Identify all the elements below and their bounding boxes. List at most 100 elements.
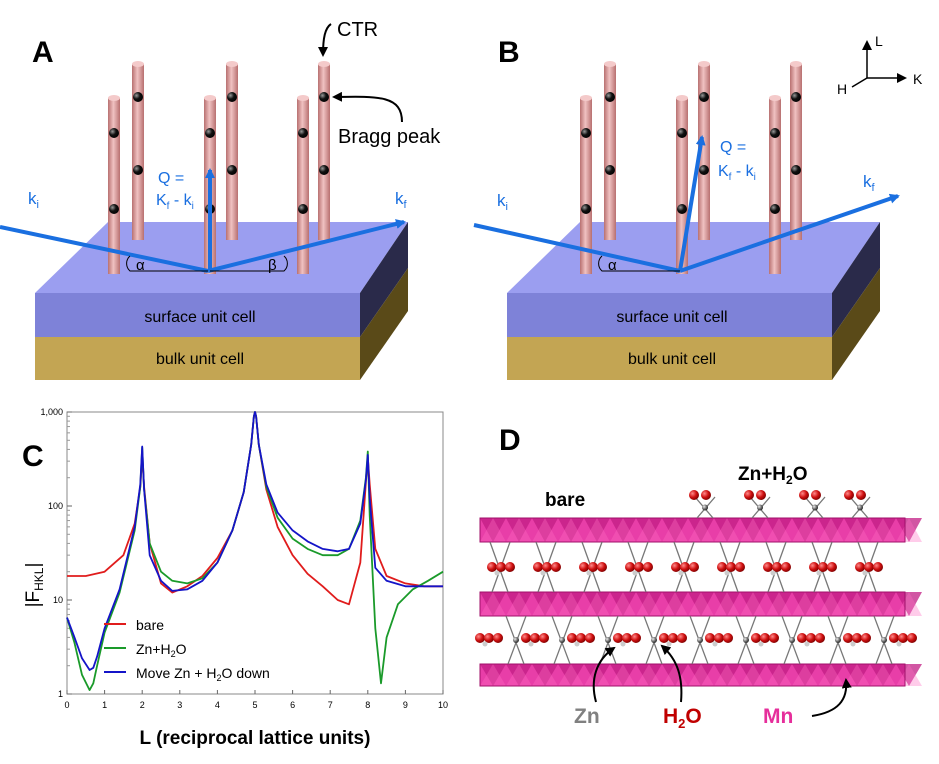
ctr-rod	[297, 98, 309, 274]
mn-octahedron	[532, 592, 558, 616]
mn-octahedron	[714, 592, 740, 616]
mn-octahedron	[506, 518, 532, 542]
mn-octahedron	[688, 664, 714, 686]
bragg-peaks	[109, 92, 329, 214]
scattered-beam	[207, 219, 406, 273]
mn-octahedron	[480, 664, 506, 686]
mn-octahedron	[480, 592, 506, 616]
mn-octahedron	[688, 592, 714, 616]
mn-octahedron	[818, 592, 844, 616]
mn-octahedron	[896, 664, 922, 686]
h2o-molecule	[705, 633, 733, 647]
mn-octahedron	[870, 592, 896, 616]
h2o-molecule	[689, 490, 711, 500]
mn-octahedron	[818, 518, 844, 542]
ctr-rods	[108, 61, 330, 274]
kf-label: kf	[395, 189, 408, 211]
beta-label: β	[268, 257, 277, 274]
mn-octahedron	[792, 518, 818, 542]
h2o-molecule	[797, 633, 825, 647]
ctr-rod	[580, 98, 592, 274]
h2o-molecule	[567, 633, 595, 647]
mn-octahedron	[636, 518, 662, 542]
series-line	[66, 411, 443, 671]
x-tick-label: 6	[290, 700, 295, 710]
mn-octahedron	[896, 592, 922, 616]
mn-label: Mn	[763, 705, 793, 728]
alpha-label: α	[136, 257, 145, 274]
ctr-rod	[132, 64, 144, 240]
h2o-molecules	[475, 490, 917, 647]
mn-octahedron	[792, 518, 818, 542]
mn-octahedron	[558, 592, 584, 616]
axis-k-label: K	[913, 71, 923, 87]
y-tick-label: 100	[48, 501, 63, 511]
mn-octahedron	[766, 518, 792, 542]
h2o-molecule	[717, 562, 745, 576]
mn-octahedron	[896, 518, 922, 542]
mn-octahedron	[896, 518, 922, 542]
mn-octahedron	[610, 664, 636, 686]
zn-arrow	[592, 646, 616, 703]
alpha-label: α	[608, 257, 617, 274]
mn-octahedron	[740, 664, 766, 686]
mn-octahedron	[584, 592, 610, 616]
ctr-rod	[226, 64, 238, 240]
h2o-molecule	[625, 562, 653, 576]
ctr-rod	[318, 64, 330, 240]
ctr-label: CTR	[337, 19, 378, 41]
mn-octahedron	[636, 664, 662, 686]
mn-octahedron	[558, 518, 584, 542]
mn-octahedron	[584, 518, 610, 542]
mn-octahedron	[740, 664, 766, 686]
mn-octahedron	[844, 592, 870, 616]
h2o-molecule	[744, 490, 766, 500]
ctr-rod	[604, 64, 616, 240]
mn-octahedron	[506, 664, 532, 686]
y-tick-label: 10	[53, 595, 63, 605]
mn-octahedron	[714, 518, 740, 542]
q-line1: Q =	[158, 170, 184, 187]
mn-octahedron	[636, 592, 662, 616]
ctr-rod	[769, 98, 781, 274]
mn-octahedron	[610, 592, 636, 616]
mn-octahedron	[870, 518, 896, 542]
mn-octahedron	[480, 518, 506, 542]
mn-octahedron	[844, 592, 870, 616]
mn-octahedron	[506, 592, 532, 616]
svg-text:|FHKL|: |FHKL|	[23, 563, 46, 608]
mn-octahedron	[688, 664, 714, 686]
x-tick-label: 1	[102, 700, 107, 710]
y-tick-label: 1,000	[40, 407, 63, 417]
bulk-slab-side	[832, 268, 880, 380]
surface-slab-front	[507, 293, 832, 337]
panel-c-label: C	[22, 440, 44, 473]
alpha-arc	[126, 255, 208, 272]
mn-octahedron	[844, 518, 870, 542]
mn-octahedron	[532, 518, 558, 542]
q-vector	[678, 135, 706, 272]
h2o-molecule	[475, 633, 503, 647]
bulk-slab-front	[507, 337, 832, 380]
mn-octahedron	[610, 518, 636, 542]
mn-octahedron	[818, 518, 844, 542]
mn-octahedron	[740, 592, 766, 616]
bragg-peak-label: Bragg peak	[338, 126, 441, 148]
mn-octahedron	[480, 664, 506, 686]
q-line2: Kf - ki	[718, 163, 756, 183]
zn-atom	[857, 504, 863, 511]
series-lines	[66, 411, 444, 691]
zn-atom	[757, 504, 763, 511]
zn-atom	[812, 504, 818, 511]
mn-octahedron	[766, 592, 792, 616]
h2o-molecule	[613, 633, 641, 647]
mn-octahedron	[532, 664, 558, 686]
panel-b-label: B	[498, 36, 520, 69]
bragg-arrow	[332, 91, 403, 123]
scattered-beam	[679, 193, 900, 273]
mn-octahedron	[662, 664, 688, 686]
mn-octahedron	[688, 592, 714, 616]
panel-d: D bare Zn+H2O Zn H2O Mn	[475, 424, 922, 731]
beta-arc	[210, 255, 288, 272]
